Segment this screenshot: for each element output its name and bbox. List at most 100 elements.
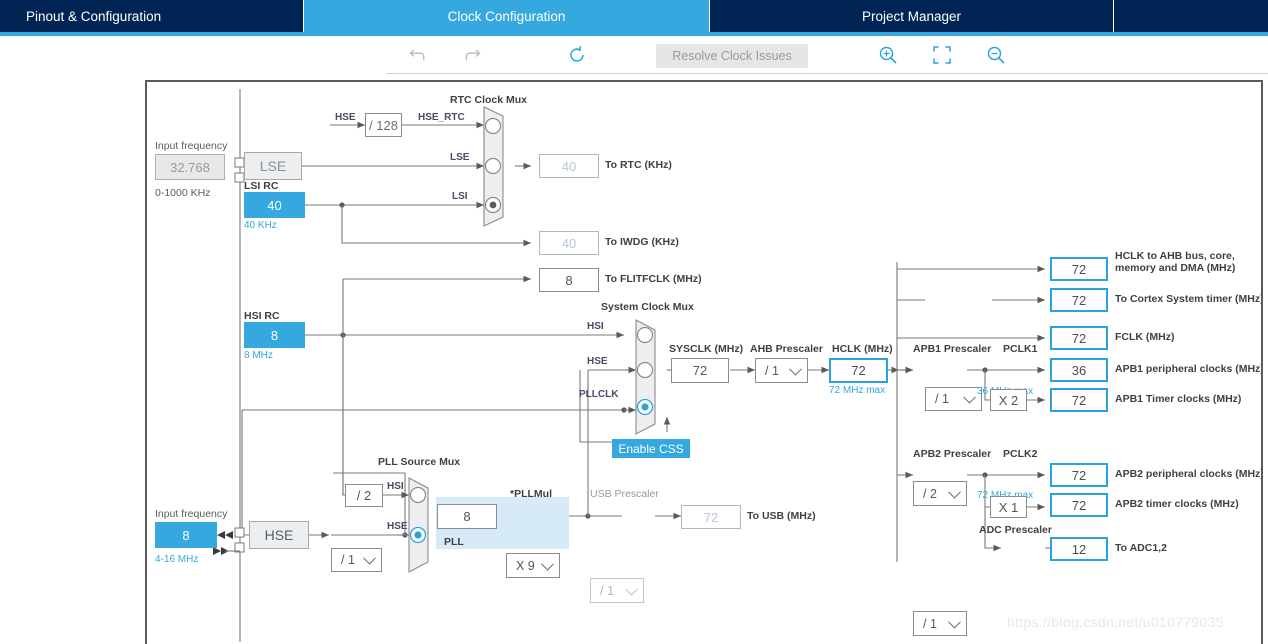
apb2-peripheral-output-label: APB2 peripheral clocks (MHz) — [1115, 468, 1263, 480]
enable-css-button[interactable]: Enable CSS — [612, 439, 690, 458]
to-adc-output-box[interactable]: 12 — [1050, 537, 1108, 561]
to-rtc-output-label: To RTC (KHz) — [605, 159, 672, 171]
apb1-peripheral-output-label: APB1 peripheral clocks (MHz) — [1115, 363, 1263, 375]
resolve-clock-issues-button[interactable]: Resolve Clock Issues — [656, 44, 808, 68]
hse-input-frequency-field[interactable]: 8 — [155, 522, 217, 548]
usb-prescaler-title: USB Prescaler — [590, 488, 659, 500]
tab-project-label: Project Manager — [861, 8, 962, 24]
apb1-prescaler-title: APB1 Prescaler — [913, 343, 992, 355]
sysclk-value: 72 — [692, 363, 708, 378]
pll-source-hsi-div2-value: / 2 — [356, 488, 372, 503]
pll-source-hse-label: HSE — [387, 521, 408, 532]
apb2-timer-output-box[interactable]: 72 — [1050, 493, 1108, 517]
lse-input-frequency-label: Input frequency — [155, 140, 228, 152]
tab-pinout-configuration[interactable]: Pinout & Configuration — [0, 0, 304, 32]
hsi-rc-value-box[interactable]: 8 — [244, 322, 305, 348]
apb2-peripheral-output-value: 72 — [1071, 467, 1087, 483]
clock-tree-wires — [213, 89, 1067, 642]
tab-project-manager[interactable]: Project Manager — [710, 0, 1114, 32]
hse-prescaler-select[interactable]: / 1 — [331, 548, 382, 572]
toolbar-divider — [386, 73, 1268, 74]
apb2-prescaler-select[interactable]: / 1 — [913, 611, 967, 636]
apb1-peripheral-output-value: 36 — [1071, 362, 1087, 378]
lsi-rc-frequency-label: 40 KHz — [244, 220, 277, 231]
to-rtc-output-box[interactable]: 40 — [539, 154, 599, 178]
hse-oscillator-box[interactable]: HSE — [249, 521, 309, 549]
clock-tree-canvas[interactable]: Input frequency 32.768 0-1000 KHz LSE LS… — [145, 80, 1263, 644]
to-adc-output-value: 12 — [1071, 541, 1087, 557]
apb1-timer-output-box[interactable]: 72 — [1050, 388, 1108, 412]
pllmul-select[interactable]: X 9 — [506, 553, 560, 578]
to-adc-output-label: To ADC1,2 — [1115, 542, 1167, 554]
apb1-prescaler-select[interactable]: / 2 — [913, 481, 967, 506]
to-usb-output-box[interactable]: 72 — [681, 505, 741, 529]
sysclk-title: SYSCLK (MHz) — [669, 343, 744, 355]
chevron-down-icon — [963, 390, 976, 404]
to-usb-output-label: To USB (MHz) — [747, 510, 816, 522]
hclk-title: HCLK (MHz) — [832, 343, 893, 355]
apb1-timer-multiplier-box: X 2 — [990, 389, 1027, 411]
zoom-in-magnifier-icon[interactable] — [874, 42, 902, 68]
hse-oscillator-label: HSE — [264, 527, 294, 543]
tab-clock-configuration[interactable]: Clock Configuration — [304, 0, 710, 32]
lse-input-frequency-field[interactable]: 32.768 — [155, 154, 225, 180]
ahb-prescaler-value: / 1 — [765, 363, 779, 378]
hse-input-frequency-label: Input frequency — [155, 508, 228, 520]
pll-source-hsi-label: HSI — [387, 481, 404, 492]
sysclk-value-box[interactable]: 72 — [671, 358, 729, 383]
cortex-system-timer-output-box[interactable]: 72 — [1050, 288, 1108, 312]
hclk-ahb-output-box[interactable]: 72 — [1050, 257, 1108, 281]
hclk-ahb-output-label: HCLK to AHB bus, core, memory and DMA (M… — [1115, 250, 1236, 274]
apb2-peripheral-output-box[interactable]: 72 — [1050, 463, 1108, 487]
apb2-timer-multiplier-value: X 1 — [998, 499, 1019, 515]
pclk2-label: PCLK2 — [1003, 448, 1038, 460]
hclk-ahb-output-value: 72 — [1071, 261, 1087, 277]
hsi-rc-value: 8 — [270, 327, 279, 343]
apb2-max-label: 72 MHz max — [977, 490, 1033, 501]
pllmul-value: X 9 — [516, 558, 535, 573]
to-flitfclk-output-box[interactable]: 8 — [539, 268, 599, 292]
sysclk-pllclk-signal-label: PLLCLK — [579, 389, 619, 400]
main-tab-bar: Pinout & Configuration Clock Configurati… — [0, 0, 1268, 32]
chevron-down-icon — [363, 551, 376, 565]
refresh-circular-arrow-icon[interactable] — [563, 42, 591, 68]
chevron-down-icon — [625, 582, 638, 596]
pll-source-hsi-div2-box: / 2 — [345, 484, 383, 507]
fclk-output-box[interactable]: 72 — [1050, 326, 1108, 350]
fit-to-screen-icon[interactable] — [928, 42, 956, 68]
chevron-down-icon — [541, 557, 554, 571]
zoom-out-magnifier-icon[interactable] — [982, 42, 1010, 68]
to-flitfclk-output-value: 8 — [565, 272, 573, 288]
hse-rtc-divider-128: / 128 — [365, 113, 402, 137]
sysclk-hse-signal-label: HSE — [587, 356, 608, 367]
lse-oscillator-label: LSE — [259, 158, 287, 174]
apb1-peripheral-output-box[interactable]: 36 — [1050, 358, 1108, 382]
chevron-down-icon — [789, 362, 802, 376]
cortex-system-timer-output-value: 72 — [1071, 292, 1087, 308]
cortex-system-timer-prescaler-value: / 1 — [935, 392, 949, 406]
system-clock-mux-title: System Clock Mux — [601, 301, 694, 313]
cortex-system-timer-prescaler-select[interactable]: / 1 — [925, 387, 982, 411]
to-rtc-output-value: 40 — [561, 158, 577, 174]
hse-rtc-signal-label: HSE_RTC — [418, 112, 465, 123]
to-iwdg-output-box[interactable]: 40 — [539, 231, 599, 255]
tab-clock-label: Clock Configuration — [447, 8, 566, 24]
hclk-value-box[interactable]: 72 — [829, 358, 888, 383]
tab-pinout-label: Pinout & Configuration — [26, 8, 162, 24]
hclk-value: 72 — [851, 363, 866, 378]
hsi-rc-title: HSI RC — [244, 310, 280, 322]
lsi-rc-value-box[interactable]: 40 — [244, 192, 305, 218]
redo-arrow-icon[interactable] — [458, 42, 486, 68]
resolve-clock-issues-label: Resolve Clock Issues — [672, 49, 792, 63]
lse-oscillator-box[interactable]: LSE — [244, 152, 302, 180]
tab-bar-filler — [1114, 0, 1268, 32]
ahb-prescaler-select[interactable]: / 1 — [755, 358, 808, 383]
rtc-lse-signal-label: LSE — [450, 152, 470, 163]
to-flitfclk-output-label: To FLITFCLK (MHz) — [605, 273, 702, 285]
pll-source-mux-title: PLL Source Mux — [378, 456, 461, 468]
apb2-prescaler-title: APB2 Prescaler — [913, 448, 992, 460]
lsi-rc-title: LSI RC — [244, 180, 279, 192]
pll-input-box[interactable]: 8 — [437, 504, 497, 529]
undo-arrow-icon[interactable] — [404, 42, 432, 68]
usb-prescaler-select[interactable]: / 1 — [590, 578, 644, 603]
